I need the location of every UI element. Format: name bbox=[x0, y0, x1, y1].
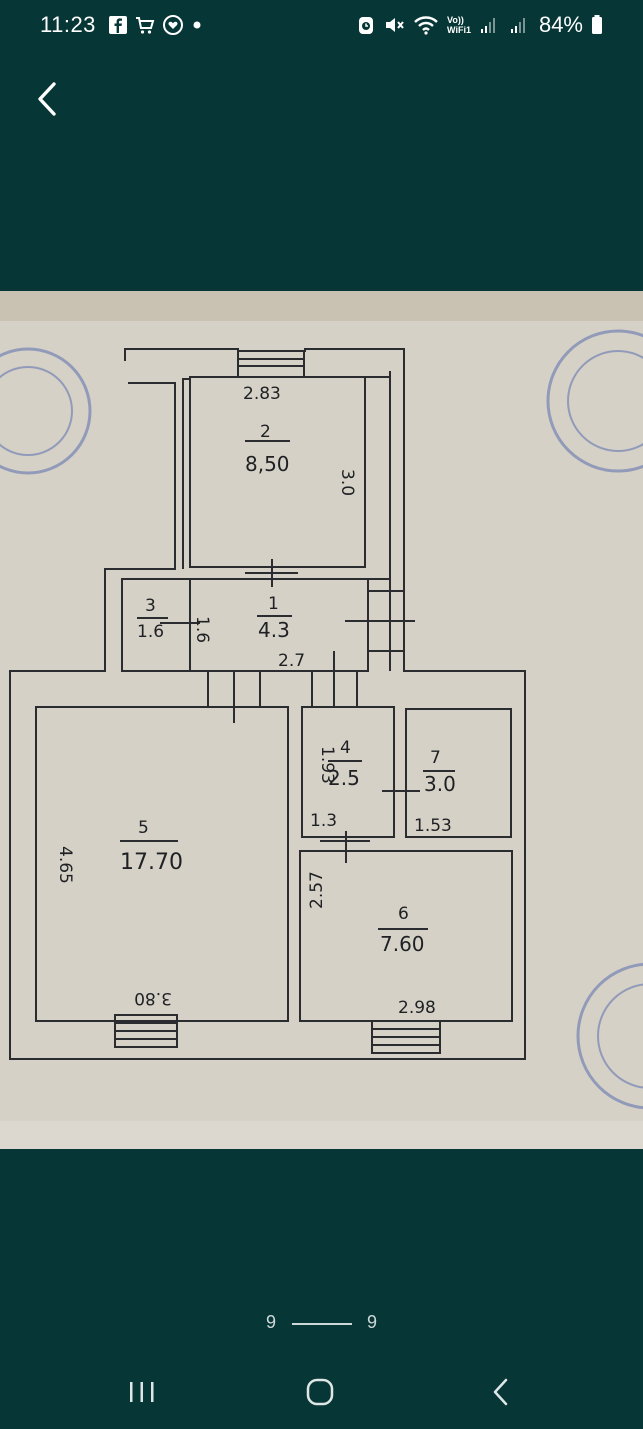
home-icon bbox=[306, 1378, 334, 1406]
dot-icon bbox=[193, 21, 201, 29]
status-right-icons: Vo)) WiFi1 84% bbox=[357, 12, 603, 38]
dim-room-5-depth: 4.65 bbox=[55, 846, 75, 884]
nav-back-button[interactable] bbox=[480, 1372, 524, 1412]
heart-chat-icon bbox=[163, 15, 183, 35]
room-7-number: 7 bbox=[430, 748, 441, 768]
room-3-area: 1.6 bbox=[137, 622, 164, 642]
image-pager: 9 9 bbox=[0, 1308, 643, 1338]
wifi-icon bbox=[414, 16, 438, 35]
room-5-number: 5 bbox=[138, 818, 149, 838]
signal-icon bbox=[480, 18, 495, 33]
stamp-right-bottom bbox=[576, 962, 643, 1110]
vowifi-label-bottom: WiFi1 bbox=[447, 25, 471, 35]
room-1-number: 1 bbox=[268, 594, 279, 614]
back-icon bbox=[493, 1378, 508, 1406]
recent-apps-button[interactable] bbox=[120, 1372, 164, 1412]
back-button[interactable] bbox=[30, 78, 70, 122]
battery-percent: 84% bbox=[538, 12, 583, 37]
signal-icon bbox=[510, 18, 525, 33]
floor-plan-drawing: 2.83 3.0 2.7 1.6 1.93 1.3 1.53 4.65 3.80… bbox=[0, 291, 643, 1149]
dim-room-6-width: 2.98 bbox=[398, 998, 436, 1018]
room-6-number: 6 bbox=[398, 904, 409, 924]
mute-icon bbox=[386, 18, 404, 32]
room-1-area: 4.3 bbox=[258, 618, 290, 642]
recent-apps-icon bbox=[130, 1382, 154, 1402]
shopping-cart-icon bbox=[136, 17, 155, 34]
chevron-left-icon bbox=[38, 82, 56, 116]
room-4-area: 2.5 bbox=[328, 766, 360, 790]
floor-plan-photo[interactable]: 2.83 3.0 2.7 1.6 1.93 1.3 1.53 4.65 3.80… bbox=[0, 291, 643, 1149]
room-2-number: 2 bbox=[260, 422, 271, 442]
vowifi-indicator: Vo)) WiFi1 bbox=[447, 15, 471, 35]
room-3-number: 3 bbox=[145, 596, 156, 616]
pager-total: 9 bbox=[367, 1312, 378, 1332]
vowifi-label-top: Vo)) bbox=[447, 15, 464, 25]
status-left-icons bbox=[108, 13, 204, 37]
room-2-area: 8,50 bbox=[245, 452, 290, 476]
room-7-area: 3.0 bbox=[424, 772, 456, 796]
room-6-area: 7.60 bbox=[380, 932, 425, 956]
status-bar: 11:23 bbox=[0, 0, 643, 52]
dim-room-4-depth: 1.93 bbox=[317, 746, 337, 784]
status-time: 11:23 bbox=[40, 12, 96, 37]
dim-room-7-width: 1.53 bbox=[414, 816, 452, 836]
room-4-number: 4 bbox=[340, 738, 351, 758]
dim-room-6-depth: 2.57 bbox=[307, 871, 327, 909]
dim-room-1-width: 2.7 bbox=[278, 651, 305, 671]
battery-icon bbox=[592, 15, 602, 34]
home-button[interactable] bbox=[299, 1372, 343, 1412]
room-5-area: 17.70 bbox=[120, 850, 183, 875]
dim-room-4-width: 1.3 bbox=[310, 811, 337, 831]
pager-current: 9 bbox=[266, 1312, 277, 1332]
pager-divider bbox=[292, 1323, 352, 1325]
dim-room-2-depth: 3.0 bbox=[337, 469, 357, 496]
stamp-left bbox=[0, 347, 92, 475]
dim-room-3-depth: 1.6 bbox=[192, 616, 212, 643]
dim-room-2-width: 2.83 bbox=[243, 384, 281, 404]
facebook-icon bbox=[109, 16, 127, 34]
dim-room-5-width: 3.80 bbox=[134, 988, 172, 1008]
alarm-icon bbox=[359, 17, 374, 34]
system-nav-bar bbox=[0, 1358, 643, 1428]
stamp-right-top bbox=[546, 329, 643, 473]
